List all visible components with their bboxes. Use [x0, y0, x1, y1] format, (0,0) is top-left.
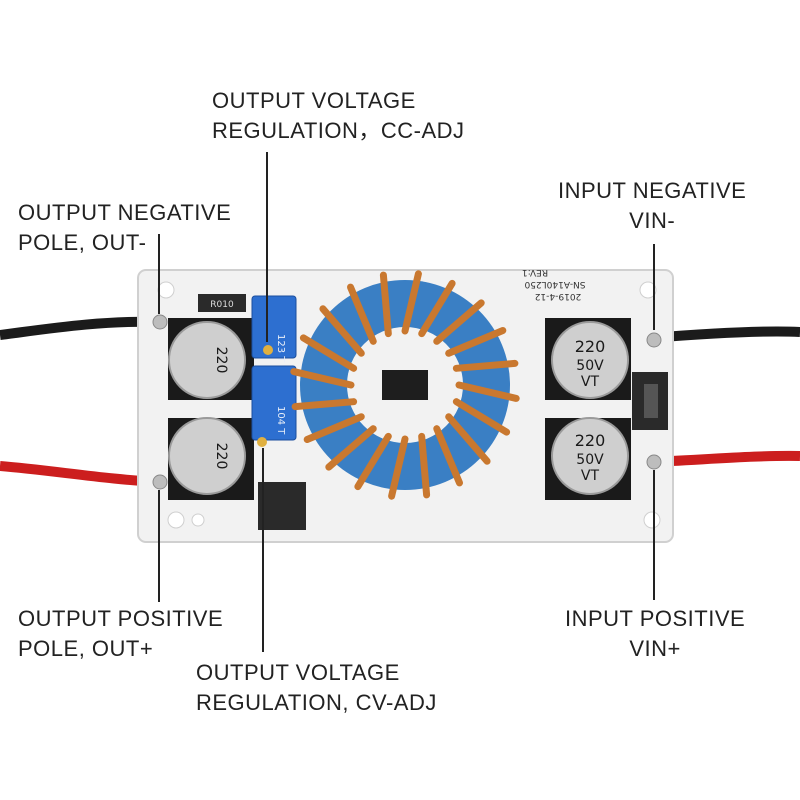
capacitor-left-top: 220 — [168, 318, 254, 400]
output-negative-wire — [0, 316, 161, 340]
in-neg-line1: INPUT NEGATIVE — [558, 178, 747, 203]
out-neg-leader-line — [158, 234, 160, 314]
copper-winding — [445, 413, 491, 465]
copper-winding — [455, 381, 520, 402]
out-neg-line1: OUTPUT NEGATIVE — [18, 200, 232, 225]
vin-pos-pad — [646, 454, 662, 470]
controller-ic — [382, 370, 428, 400]
out-pos-callout: OUTPUT POSITIVE POLE, OUT+ — [18, 604, 223, 664]
copper-winding — [303, 413, 365, 444]
copper-winding — [433, 425, 464, 487]
mounting-hole — [643, 511, 661, 529]
cc-adj-leader-line — [266, 152, 268, 342]
cc-adj-line2: REGULATION，CC-ADJ — [212, 118, 465, 143]
in-pos-leader-line — [653, 470, 655, 600]
out-neg-pad — [152, 314, 168, 330]
copper-winding — [354, 432, 392, 491]
shunt-resistor — [198, 294, 246, 312]
copper-winding — [291, 398, 358, 411]
resistor-marking: R010 — [210, 300, 234, 310]
mosfet — [258, 482, 306, 530]
copper-winding — [325, 425, 377, 471]
cap-value-text: 220 — [213, 347, 229, 374]
out-pos-leader-line — [158, 490, 160, 602]
copper-winding — [319, 305, 365, 357]
capacitor-right-top: 220 50V VT — [545, 318, 631, 400]
out-pos-pad — [152, 474, 168, 490]
cv-adj-line2: REGULATION, CV-ADJ — [196, 690, 437, 715]
in-neg-callout: INPUT NEGATIVE VIN- — [558, 176, 746, 236]
copper-winding — [452, 359, 519, 372]
copper-winding — [299, 334, 358, 372]
diode-body — [644, 384, 658, 418]
in-neg-leader-line — [653, 244, 655, 330]
pot-top-marking: 123 T — [275, 334, 286, 363]
in-pos-line1: INPUT POSITIVE — [565, 606, 746, 631]
cc-adj-callout: OUTPUT VOLTAGE REGULATION，CC-ADJ — [212, 86, 465, 146]
copper-winding — [290, 368, 355, 389]
silkscreen-date: 2019-4-12 — [535, 291, 582, 301]
cap-value-text: 220 — [575, 337, 606, 356]
mounting-hole — [157, 281, 175, 299]
pot-bottom-marking: 104 T — [275, 406, 286, 435]
copper-winding — [445, 326, 507, 357]
cc-adj-line1: OUTPUT VOLTAGE — [212, 88, 416, 113]
mounting-hole — [167, 511, 185, 529]
out-neg-line2: POLE, OUT- — [18, 230, 147, 255]
silkscreen-rev: REV:1 — [522, 267, 548, 277]
copper-winding — [418, 279, 456, 338]
in-pos-callout: INPUT POSITIVE VIN+ — [565, 604, 745, 664]
cv-adj-leader-line — [262, 448, 264, 652]
out-pos-line2: POLE, OUT+ — [18, 636, 154, 661]
in-neg-line2: VIN- — [629, 208, 676, 233]
out-pos-line1: OUTPUT POSITIVE — [18, 606, 224, 631]
copper-winding — [433, 299, 485, 345]
cap-value-text: 220 — [213, 443, 229, 470]
silkscreen-model: SN-A140L250 — [524, 279, 585, 289]
cap-voltage-text: 50V — [576, 452, 604, 468]
copper-winding — [388, 435, 409, 500]
out-neg-callout: OUTPUT NEGATIVE POLE, OUT- — [18, 198, 231, 258]
copper-winding — [346, 283, 377, 345]
copper-winding — [379, 271, 392, 338]
vin-neg-pad — [646, 332, 662, 348]
cap-voltage-text: 50V — [576, 358, 604, 374]
cc-adj-potentiometer — [251, 295, 297, 359]
cv-adj-line1: OUTPUT VOLTAGE — [196, 660, 400, 685]
capacitor-right-bottom: 220 50V VT — [545, 417, 631, 500]
cv-adj-callout: OUTPUT VOLTAGE REGULATION, CV-ADJ — [196, 658, 437, 718]
copper-winding — [401, 270, 422, 335]
capacitor-left-bottom: 220 — [168, 417, 254, 500]
copper-winding — [452, 398, 511, 436]
cap-series-text: VT — [581, 468, 600, 484]
output-positive-wire — [0, 461, 161, 487]
in-pos-line2: VIN+ — [629, 636, 681, 661]
cap-series-text: VT — [581, 374, 600, 390]
mounting-hole — [639, 281, 657, 299]
cap-value-text: 220 — [575, 431, 606, 450]
mounting-hole — [191, 513, 205, 527]
cv-adj-potentiometer — [251, 365, 297, 447]
copper-winding — [418, 432, 431, 499]
